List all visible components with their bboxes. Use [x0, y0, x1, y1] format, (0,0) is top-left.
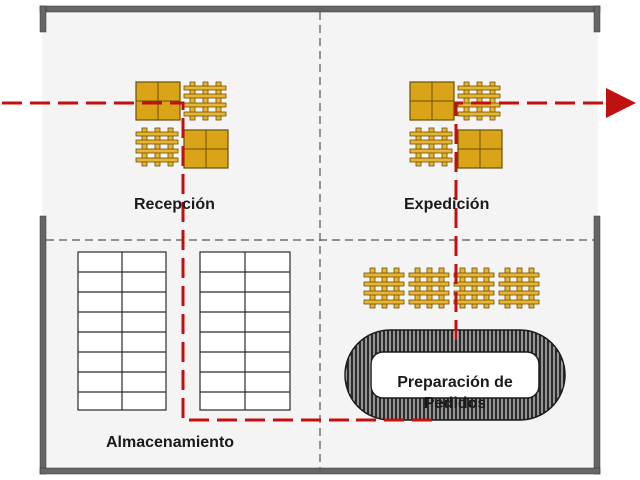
empty-pallet: [453, 267, 495, 309]
inbound-flow: [2, 101, 356, 422]
empty-pallet: [183, 81, 227, 121]
picking-staging-pallets: [363, 267, 540, 309]
shipping-zone-label: Expedición: [404, 196, 490, 213]
loaded-pallet: [183, 129, 229, 169]
empty-pallet: [457, 81, 501, 121]
loaded-pallet: [409, 81, 455, 121]
empty-pallet: [409, 127, 453, 167]
reception-pallets: [135, 81, 229, 169]
shipping-pallets: [409, 81, 503, 169]
left-wall-lower: [39, 215, 47, 475]
zone-dividers: [46, 12, 594, 468]
outbound-flow: [454, 88, 636, 340]
empty-pallet: [408, 267, 450, 309]
bottom-wall: [39, 467, 601, 475]
conveyor-loop: [344, 329, 566, 421]
picking-label-line-2: Pedidos: [423, 395, 487, 412]
picking-zone-label: Preparación de Pedidos: [371, 372, 539, 414]
picking-label-line-1: Preparación de: [397, 374, 513, 391]
storage-rack-left: [77, 251, 167, 411]
storage-rack-right: [199, 251, 291, 411]
top-wall: [39, 5, 601, 13]
loaded-pallet: [457, 129, 503, 169]
empty-pallet: [363, 267, 405, 309]
left-wall-upper: [39, 5, 47, 33]
right-wall-lower: [593, 215, 601, 475]
reception-zone-label: Recepción: [134, 196, 215, 213]
loaded-pallet: [135, 81, 181, 121]
storage-zone-label: Almacenamiento: [106, 434, 235, 451]
empty-pallet: [135, 127, 179, 167]
material-flow-path: [2, 88, 636, 422]
right-wall-upper: [593, 5, 601, 33]
empty-pallet: [498, 267, 540, 309]
